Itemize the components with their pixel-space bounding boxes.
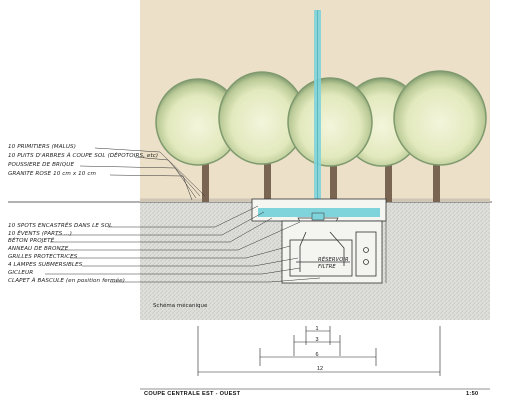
- label-vents: 10 ÉVENTS (PARTS ...): [8, 231, 73, 237]
- dimension-6: 6: [315, 352, 318, 358]
- drawing-scale: 1:50: [466, 391, 479, 397]
- schema-label: Schéma mécanique: [153, 303, 208, 309]
- label-tree-pits: 10 PUITS D'ARBRES À COUPE SOL (DÉPOTOIRS…: [8, 153, 159, 159]
- dimension-12: 12: [317, 366, 323, 372]
- dimension-1: 1: [315, 326, 318, 332]
- tree-canopies: [155, 70, 487, 167]
- label-nozzle: GICLEUR: [8, 270, 34, 276]
- dimension-lines: [197, 326, 441, 376]
- label-grilles: GRILLES PROTECTRICES: [8, 254, 78, 260]
- label-pink-granite: GRANITE ROSE 10 cm x 10 cm: [8, 171, 97, 177]
- lower-leader-lines: [45, 205, 321, 283]
- dimension-3: 3: [315, 337, 318, 343]
- label-lamps: 4 LAMPES SUBMERSIBLES: [8, 262, 83, 268]
- label-sprayed-concrete: BÉTON PROJETÉ: [8, 238, 55, 244]
- upper-leader-lines: [79, 147, 206, 201]
- tree-trunks: [202, 150, 440, 202]
- drawing-caption: COUPE CENTRALE EST - OUEST: [144, 391, 241, 397]
- mechanical-room: [281, 220, 383, 284]
- label-reservoir-filter: RÉSERVOIR FILTRE: [318, 257, 349, 270]
- label-apple-trees: 10 PRIMITIERS (MALUS): [8, 144, 76, 150]
- label-valve: CLAPET À BASCULE (en position fermée): [8, 278, 126, 284]
- label-spots: 10 SPOTS ENCASTRÉS DANS LE SOL: [8, 223, 113, 229]
- label-brick-dust: POUSSIERE DE BRIQUE: [8, 162, 75, 168]
- label-bronze-ring: ANNEAU DE BRONZE: [8, 246, 69, 252]
